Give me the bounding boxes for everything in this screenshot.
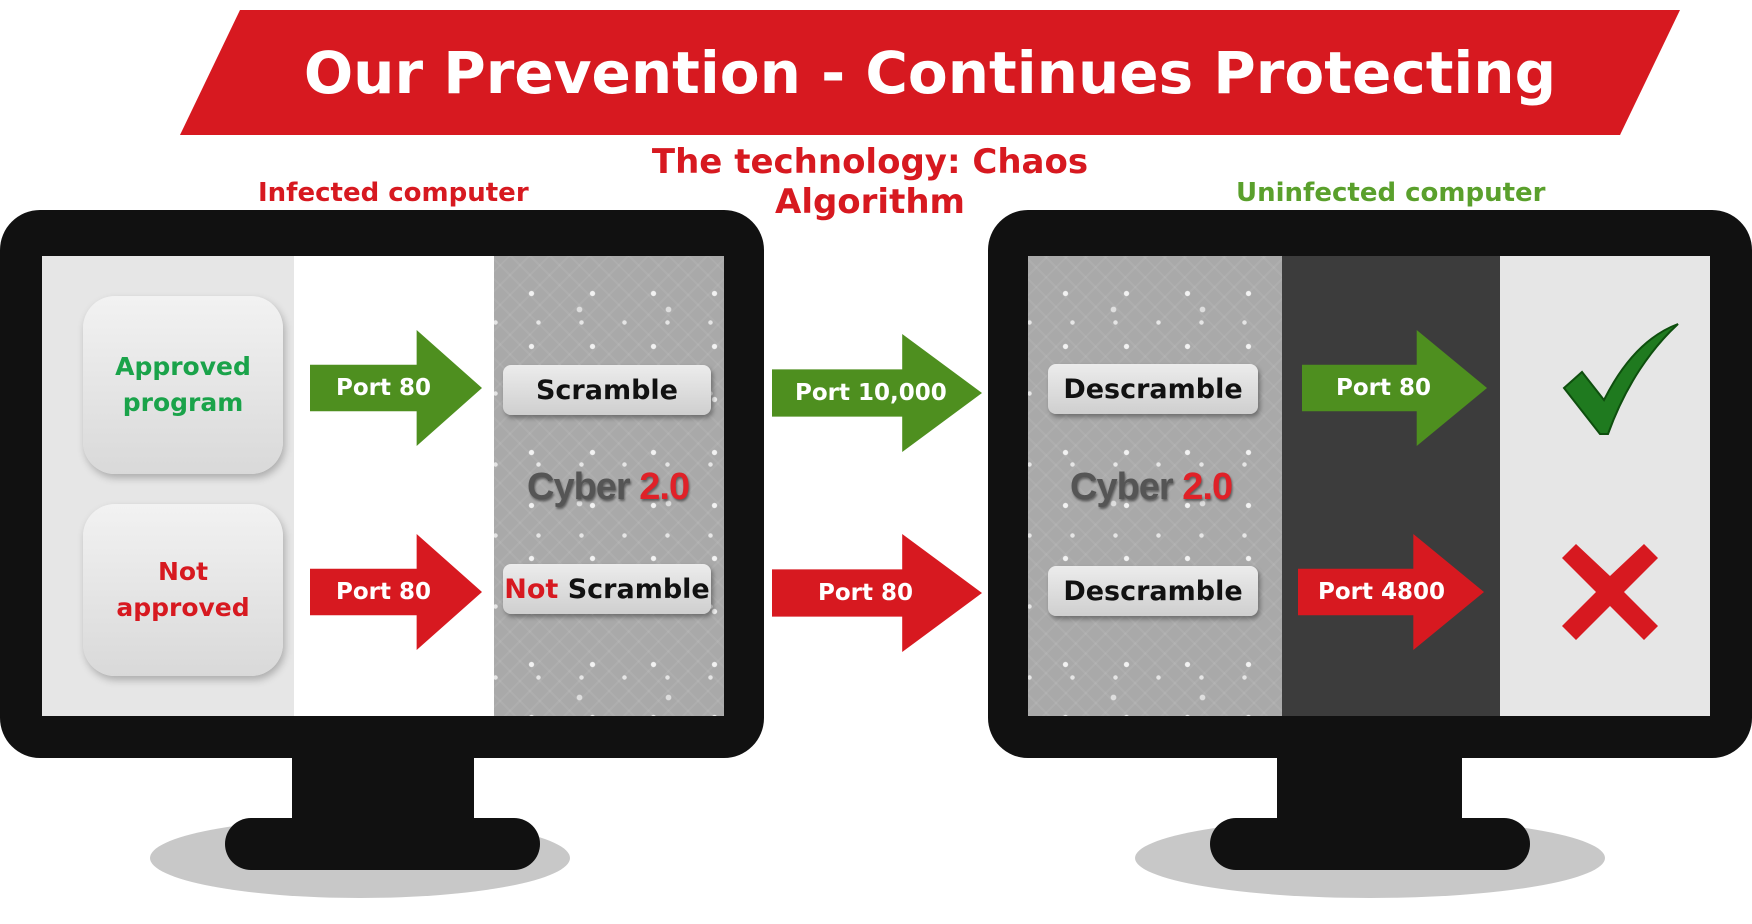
cyber-logo: Cyber 2.0 (1070, 466, 1233, 509)
scramble-pill: Scramble (503, 365, 711, 415)
subtitle: The technology: Chaos Algorithm (651, 142, 1089, 222)
logo-text: Cyber (1070, 466, 1183, 508)
monitor-stand (292, 748, 474, 828)
logo-version: 2.0 (1182, 466, 1233, 508)
not-approved-box: Not approved (83, 504, 283, 676)
arrow-label: Port 10,000 (795, 380, 947, 406)
scramble-word: Scramble (558, 573, 710, 605)
arrow-label: Port 80 (1336, 375, 1432, 401)
arrow-label: Port 80 (818, 580, 914, 606)
monitor-stand (1277, 748, 1462, 828)
not-word: Not (504, 573, 559, 605)
cross-icon (1562, 544, 1658, 640)
arrow-label: Port 4800 (1318, 579, 1446, 605)
title-banner (180, 10, 1680, 135)
logo-version: 2.0 (639, 466, 690, 508)
logo-text: Cyber (527, 466, 640, 508)
monitor-screen (1028, 256, 1710, 716)
scramble-panel (494, 256, 724, 716)
infected-computer-label: Infected computer (258, 178, 529, 208)
descramble-panel (1028, 256, 1282, 716)
approved-program-box: Approved program (83, 296, 283, 474)
not-scramble-pill: Not Scramble (503, 564, 711, 614)
arrow-label: Port 80 (336, 579, 432, 605)
uninfected-computer-label: Uninfected computer (1236, 178, 1546, 208)
monitor-foot (1210, 818, 1530, 870)
ports-panel (1282, 256, 1500, 716)
descramble-pill-top: Descramble (1048, 364, 1258, 414)
page-title: Our Prevention - Continues Protecting (303, 38, 1557, 107)
check-icon (1562, 323, 1679, 435)
monitor-foot (225, 818, 540, 870)
ports-panel (294, 256, 494, 716)
result-panel (1500, 256, 1710, 716)
cyber-logo: Cyber 2.0 (527, 466, 690, 509)
arrow-label: Port 80 (336, 375, 432, 401)
descramble-pill-bottom: Descramble (1048, 566, 1258, 616)
